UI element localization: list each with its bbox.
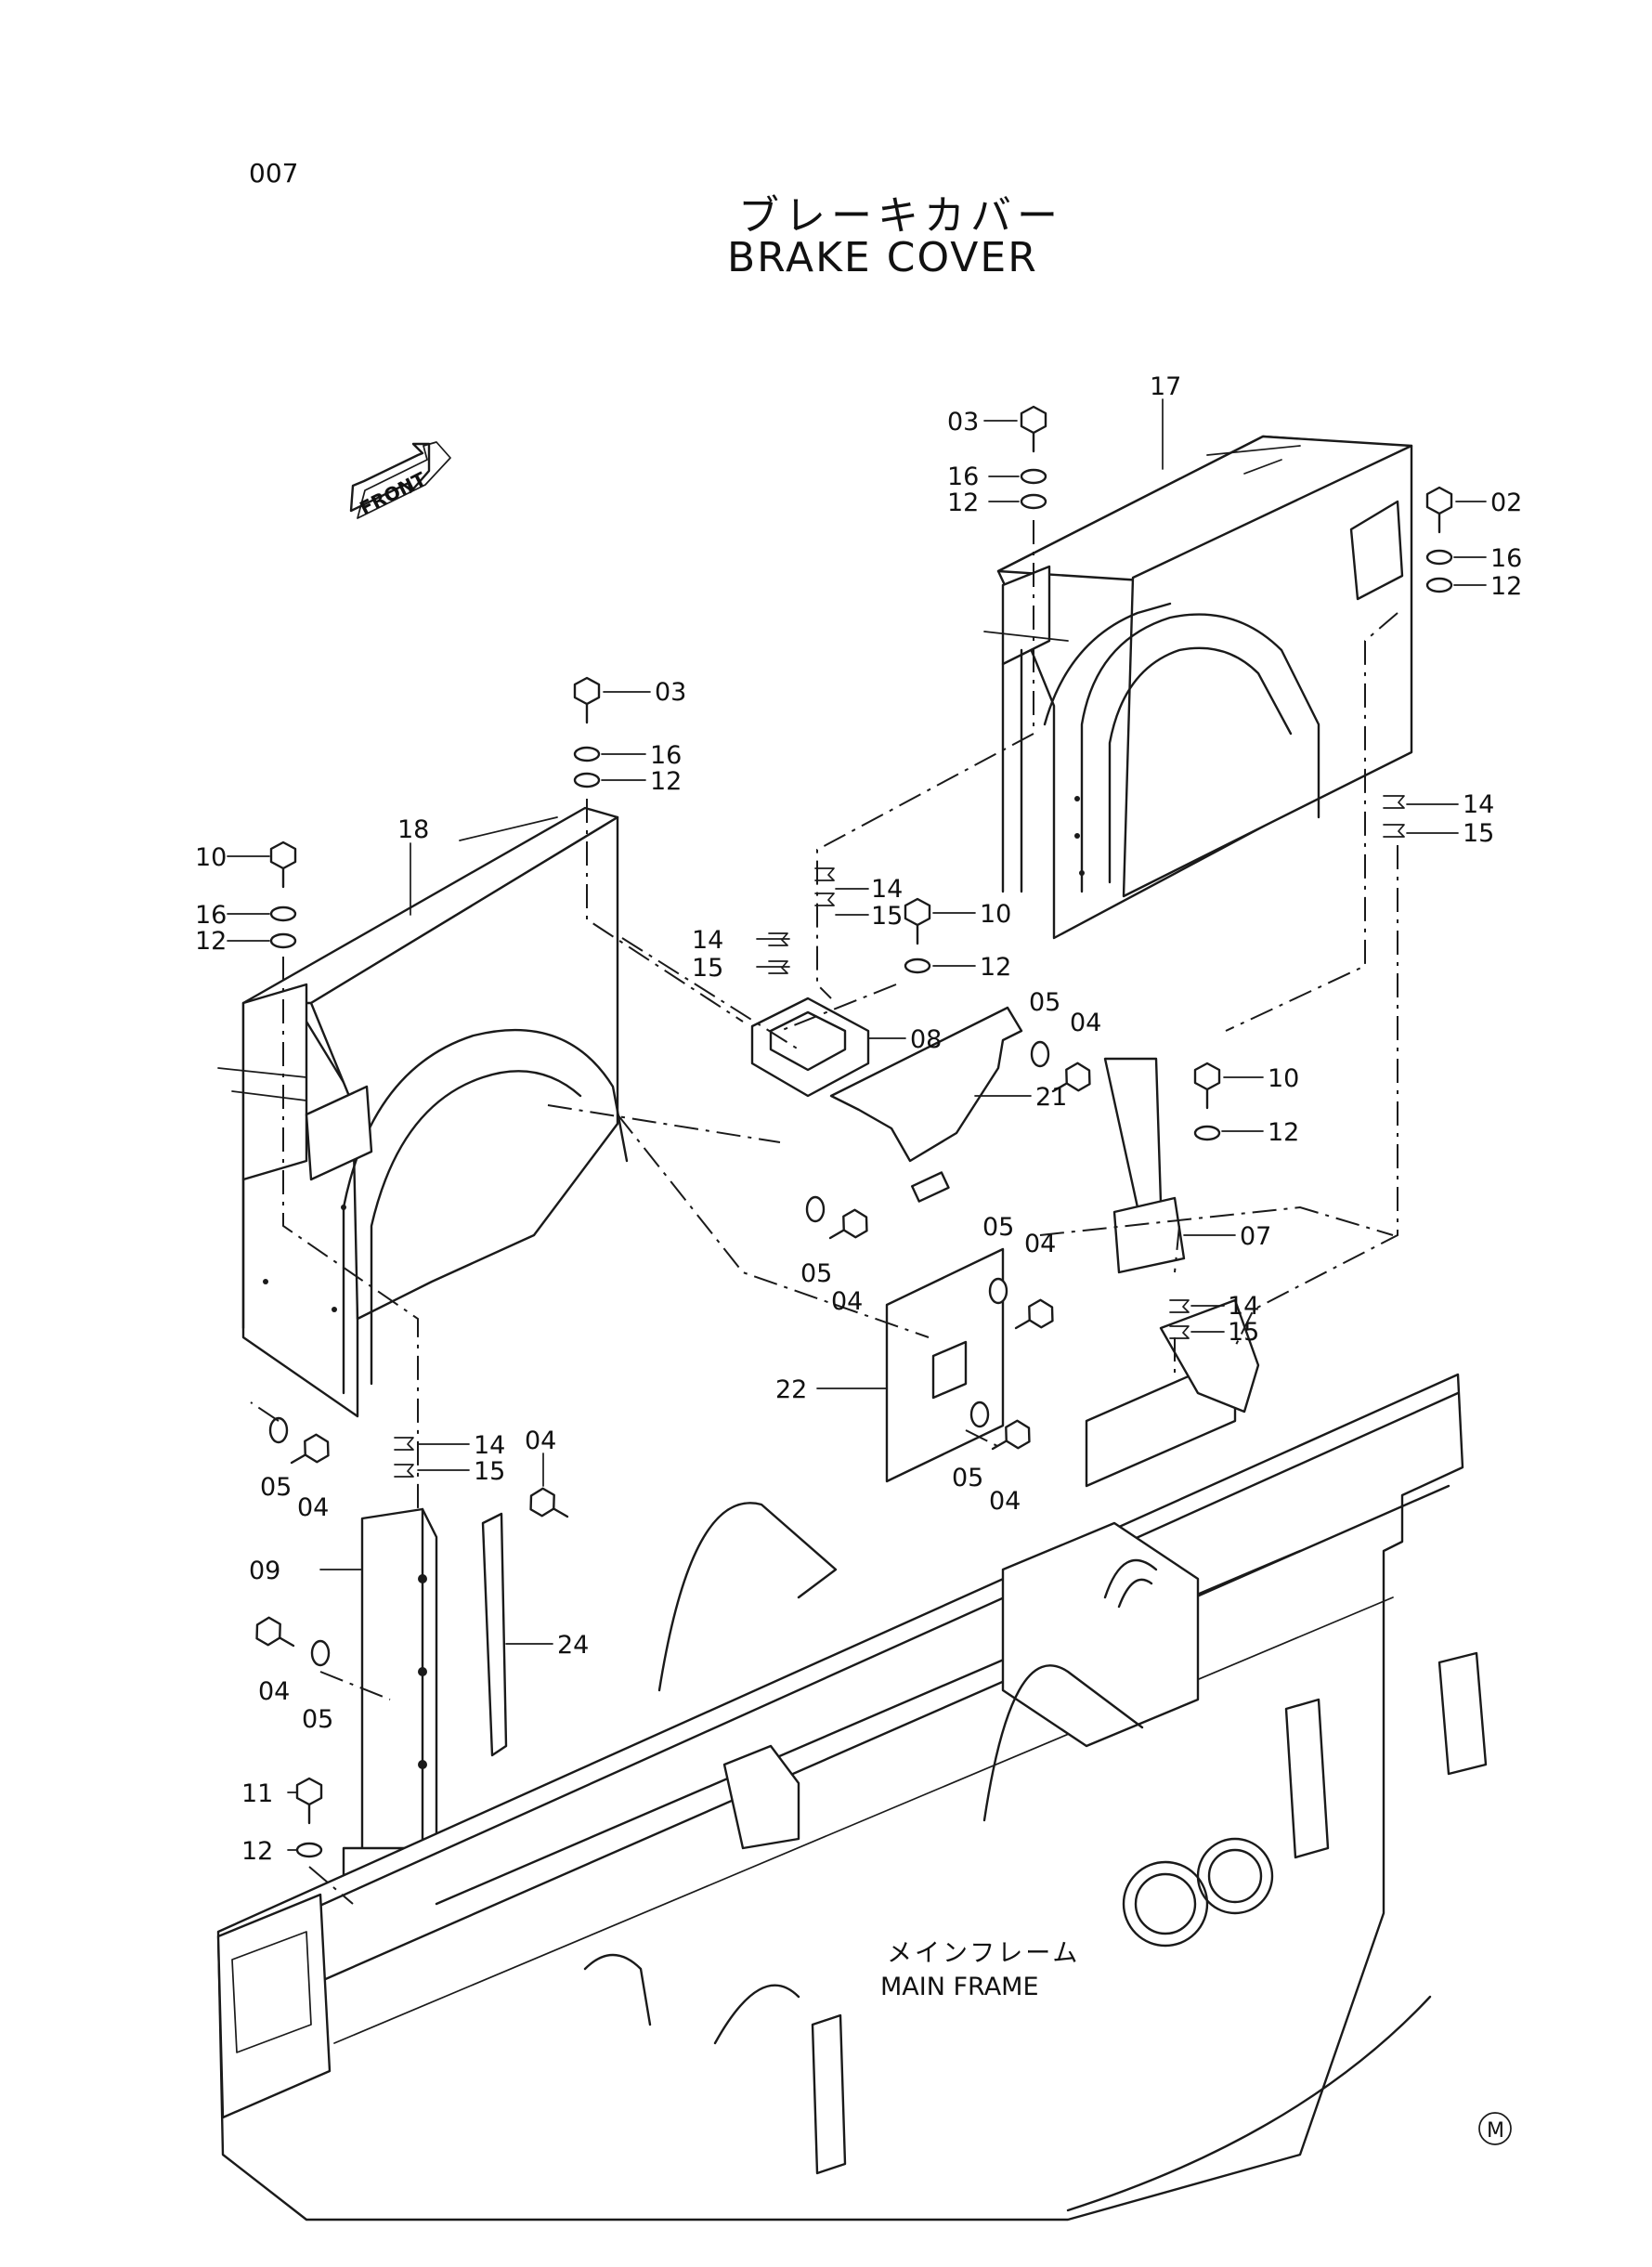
callout-14: 14 — [871, 875, 903, 904]
callout-04: 04 — [1024, 1230, 1056, 1258]
callout-03: 03 — [655, 678, 686, 707]
callout-09: 09 — [249, 1557, 280, 1585]
manual-mark-label: M — [1487, 2119, 1504, 2143]
rail-24 — [481, 1512, 508, 1757]
callout-14: 14 — [692, 926, 723, 955]
callout-12: 12 — [1490, 572, 1522, 601]
main-frame-illustration — [216, 1298, 1488, 2221]
callout-12: 12 — [1268, 1118, 1299, 1147]
callout-21: 21 — [1035, 1083, 1067, 1112]
stay-07 — [1103, 1057, 1186, 1274]
callout-04: 04 — [258, 1677, 290, 1706]
brake-cover-left — [217, 806, 629, 1418]
callout-24: 24 — [557, 1631, 589, 1660]
callout-11: 11 — [241, 1779, 273, 1808]
callout-18: 18 — [397, 815, 429, 844]
title-english: BRAKE COVER — [727, 234, 1038, 281]
brake-cover-right — [983, 435, 1413, 940]
callout-12: 12 — [650, 767, 682, 796]
callout-03: 03 — [947, 408, 979, 436]
manual-mark-icon: M — [1478, 2112, 1512, 2145]
callout-15: 15 — [871, 902, 903, 931]
callout-05: 05 — [260, 1473, 292, 1502]
callout-17: 17 — [1150, 372, 1181, 401]
assembly-center-lines — [250, 520, 1398, 1905]
callout-08: 08 — [910, 1025, 942, 1054]
plate-22 — [885, 1247, 1005, 1483]
plate-21 — [829, 1006, 1023, 1203]
callout-05: 05 — [952, 1464, 983, 1492]
callout-14: 14 — [1463, 790, 1494, 819]
callout-04: 04 — [989, 1487, 1021, 1516]
callout-05: 05 — [800, 1259, 832, 1288]
callout-15: 15 — [474, 1457, 505, 1486]
callout-10: 10 — [195, 843, 227, 872]
front-arrow-icon: FRONT — [349, 441, 451, 519]
callout-05: 05 — [302, 1705, 333, 1734]
callout-16: 16 — [1490, 544, 1522, 573]
callout-15: 15 — [692, 954, 723, 983]
callout-22: 22 — [775, 1375, 807, 1404]
callout-04: 04 — [525, 1427, 556, 1455]
callout-04: 04 — [297, 1493, 329, 1522]
main-frame-label: メインフレーム MAIN FRAME — [873, 1932, 1080, 2006]
callout-07: 07 — [1240, 1222, 1271, 1251]
title-japanese: ブレーキカバー — [738, 192, 1063, 240]
callout-leaders — [227, 398, 1487, 1851]
callout-16: 16 — [650, 741, 682, 770]
callout-10: 10 — [1268, 1064, 1299, 1093]
callout-04: 04 — [1070, 1009, 1101, 1037]
callout-05: 05 — [982, 1213, 1014, 1242]
callout-12: 12 — [195, 927, 227, 956]
callout-14: 14 — [1228, 1292, 1259, 1321]
callout-15: 15 — [1228, 1318, 1259, 1347]
main-frame-label-en: MAIN FRAME — [880, 1973, 1039, 2001]
callout-16: 16 — [947, 463, 979, 491]
callout-10: 10 — [980, 900, 1011, 929]
callout-12: 12 — [980, 953, 1011, 982]
callout-12: 12 — [241, 1837, 273, 1866]
callout-labels: 17 03 16 12 02 16 12 14 15 03 16 12 18 1… — [195, 372, 1522, 1866]
callout-15: 15 — [1463, 819, 1494, 848]
callout-05: 05 — [1029, 988, 1060, 1017]
callout-14: 14 — [474, 1431, 505, 1460]
bolts-and-washers — [255, 405, 1453, 1858]
bracket-08 — [750, 997, 870, 1098]
page-number: 007 — [249, 158, 299, 189]
callout-12: 12 — [947, 489, 979, 517]
callout-02: 02 — [1490, 489, 1522, 517]
callout-04: 04 — [831, 1287, 863, 1316]
callout-16: 16 — [195, 901, 227, 930]
main-frame-label-jp: メインフレーム — [887, 1939, 1080, 1968]
